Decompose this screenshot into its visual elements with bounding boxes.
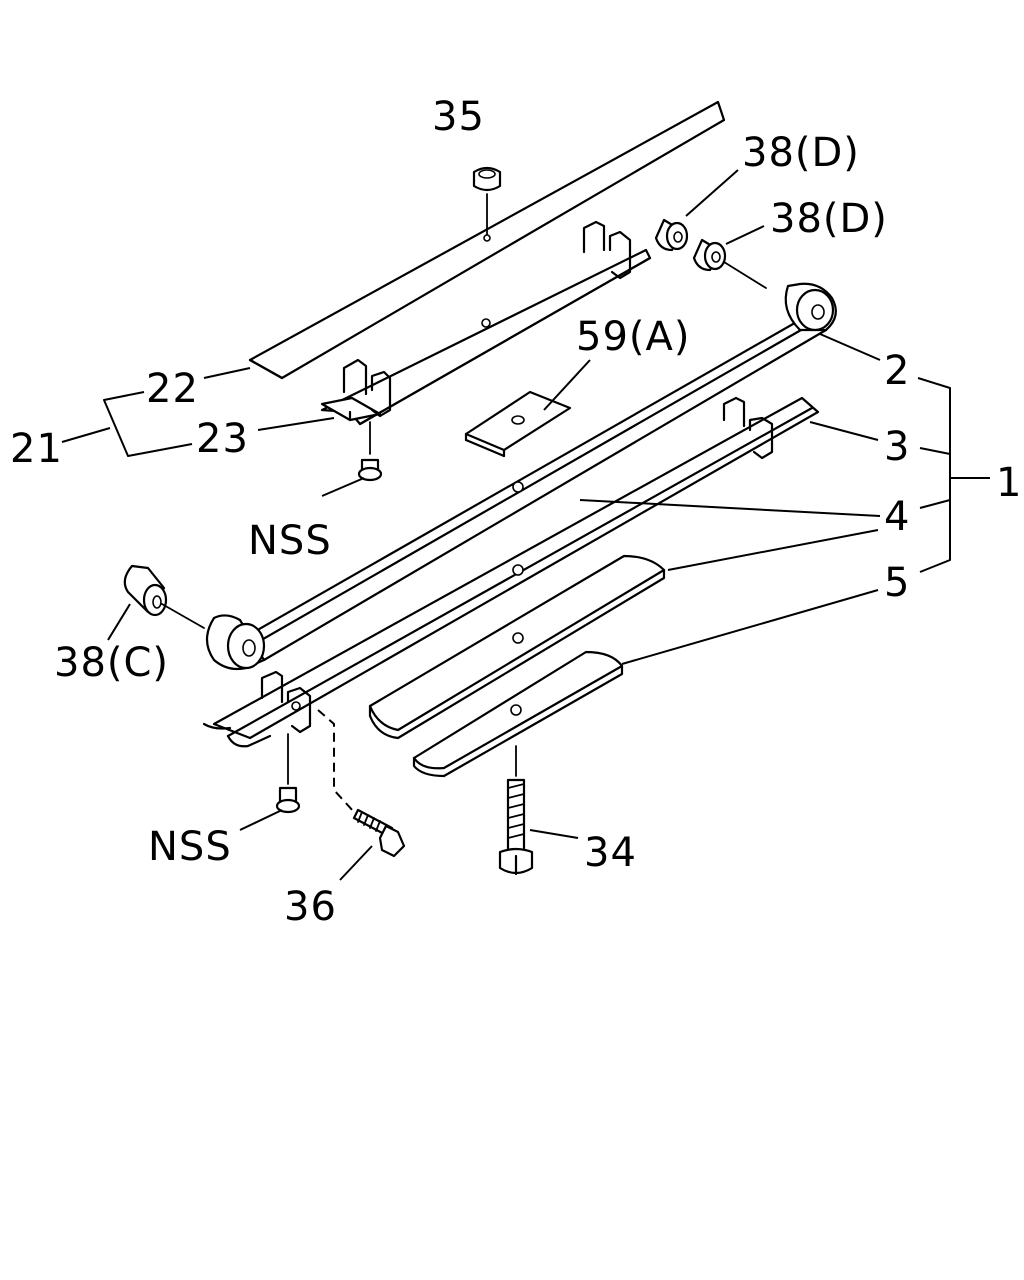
label-nss-lower: NSS	[148, 824, 232, 870]
part-2-main-leaf	[205, 282, 837, 671]
part-3-clip-leaf	[202, 396, 820, 748]
part-36-bolt	[317, 709, 406, 858]
label-38d-lower: 38(D)	[770, 196, 888, 242]
label-2: 2	[884, 348, 910, 394]
label-3: 3	[884, 424, 910, 470]
label-36: 36	[284, 884, 337, 930]
label-21: 21	[10, 426, 63, 472]
part-38c-bushing	[123, 564, 205, 629]
callout-labels: 35 38(D) 38(D) 59(A) 2 3 4 5 1 22 23 21 …	[10, 94, 1022, 930]
part-59a-plate	[464, 390, 572, 458]
label-38c: 38(C)	[54, 640, 169, 686]
part-4-short-leaf	[368, 554, 666, 740]
label-59a: 59(A)	[576, 314, 690, 360]
label-nss-upper: NSS	[248, 518, 332, 564]
label-1: 1	[996, 460, 1022, 506]
label-34: 34	[584, 830, 637, 876]
label-35: 35	[432, 94, 485, 140]
part-35-nut	[472, 166, 502, 242]
label-38d-upper: 38(D)	[742, 130, 860, 176]
label-5: 5	[884, 560, 910, 606]
nss-screw-upper	[357, 421, 383, 482]
nss-screw-lower	[275, 733, 301, 814]
part-34-bolt	[498, 745, 534, 876]
label-23: 23	[196, 416, 249, 462]
label-22: 22	[146, 366, 199, 412]
part-5-short-leaf	[412, 650, 624, 778]
part-38d-bushing-lower	[692, 238, 767, 289]
part-23-clip-leaf	[320, 220, 652, 426]
label-4: 4	[884, 494, 910, 540]
leader-lines	[61, 169, 990, 881]
part-38d-bushing-upper	[654, 218, 689, 252]
